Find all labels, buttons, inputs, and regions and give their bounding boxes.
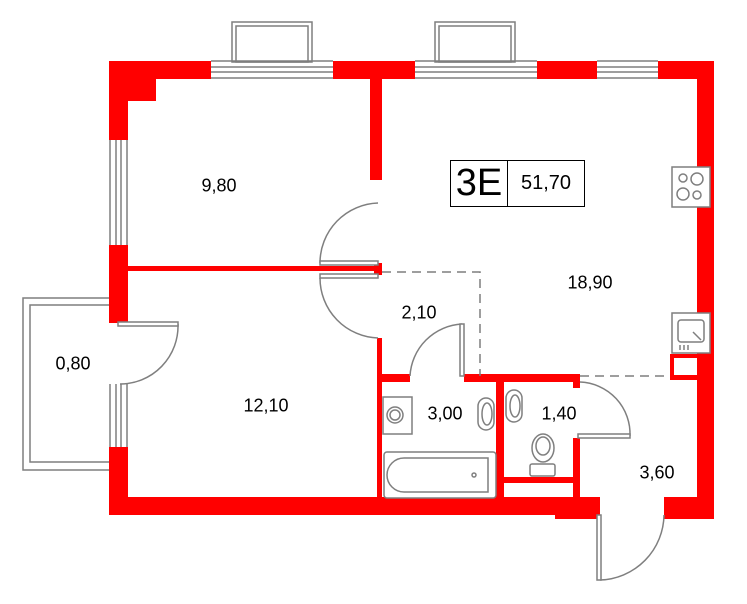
door-bedroom-bottom[interactable] xyxy=(319,273,379,339)
sink-icon xyxy=(671,312,711,354)
room-area-bathroom: 3,00 xyxy=(427,403,463,424)
balcony-left xyxy=(22,297,109,471)
washing-machine-icon xyxy=(382,396,413,435)
toilet-icon xyxy=(529,433,556,477)
corridor-zone-line xyxy=(382,271,481,376)
room-area-bedroom-top: 9,80 xyxy=(201,175,237,196)
room-area-bedroom-bottom: 12,10 xyxy=(243,395,289,416)
entrance-door[interactable] xyxy=(596,514,665,581)
balcony-top-right xyxy=(434,21,516,63)
window-top-2 xyxy=(415,60,537,79)
door-bedroom-top[interactable] xyxy=(319,202,379,266)
door-bathroom[interactable] xyxy=(409,323,465,377)
bathtub-icon xyxy=(383,451,497,499)
walls xyxy=(109,61,714,519)
room-area-corridor: 2,10 xyxy=(401,302,437,323)
window-left-1 xyxy=(109,140,128,245)
window-top-3 xyxy=(597,60,658,79)
washbasin-icon-bath xyxy=(477,397,495,431)
balcony-top-left xyxy=(231,21,313,63)
room-area-kitchen-living: 18,90 xyxy=(567,272,613,293)
apartment-type-code: 3E xyxy=(451,161,508,206)
door-balcony[interactable] xyxy=(117,321,179,385)
apartment-total-area: 51,70 xyxy=(520,172,572,194)
room-area-wc: 1,40 xyxy=(541,403,577,424)
washbasin-icon-wc xyxy=(505,389,523,423)
window-top-1 xyxy=(211,60,333,79)
room-area-hall: 3,60 xyxy=(639,462,675,483)
door-wc[interactable] xyxy=(577,381,631,439)
window-left-2 xyxy=(109,384,128,447)
room-area-balcony: 0,80 xyxy=(55,353,91,374)
apartment-type-badge: 3E 51,70 xyxy=(450,160,585,207)
stove-icon xyxy=(671,166,711,208)
